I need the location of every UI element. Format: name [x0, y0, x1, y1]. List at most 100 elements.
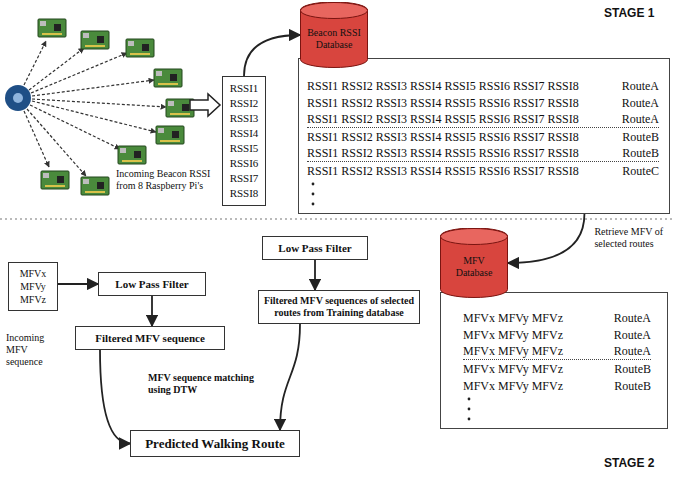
flow-arrow: [280, 324, 300, 430]
result-label: Predicted Walking Route: [135, 435, 295, 452]
result-box: Predicted Walking Route: [130, 430, 300, 457]
table-row: RSSI1 RSSI2 RSSI3 RSSI4 RSSI5 RSSI6 RSSI…: [307, 162, 659, 179]
raspberry-pi-board: [81, 31, 109, 49]
dot: [312, 203, 315, 206]
table-row: MFVx MFVy MFVz RouteA: [463, 326, 651, 343]
signal-line: [24, 41, 46, 85]
rssi-value: RSSI8: [227, 186, 261, 201]
table-cell: MFVx MFVy MFVz: [463, 343, 563, 359]
table-cell: RouteA: [622, 78, 659, 94]
cylinder-body: [301, 2, 368, 67]
signal-line: [32, 80, 154, 96]
input-caption: Incoming MFV sequence: [6, 332, 64, 368]
database-cylinder: Beacon RSSI Database: [300, 2, 368, 68]
dot: [312, 193, 315, 196]
table-cell: RouteB: [614, 378, 651, 394]
flow-arrow: [58, 283, 98, 285]
table-cell: MFVx MFVy MFVz: [463, 327, 563, 343]
flow-arrow: [151, 296, 153, 326]
process-label: Low Pass Filter: [267, 241, 363, 255]
cylinder-body: [441, 228, 508, 297]
table-cell: RSSI1 RSSI2 RSSI3 RSSI4 RSSI5 RSSI6 RSSI…: [307, 163, 579, 179]
stage-divider: [0, 218, 674, 219]
table-cell: RouteB: [614, 361, 651, 377]
rssi-value: RSSI7: [227, 171, 261, 186]
process-label: Filtered MFV sequences of selected route…: [263, 295, 415, 319]
database-name: Beacon RSSI Database: [304, 27, 364, 51]
flow-arrow: [100, 350, 130, 444]
table-row: RSSI1 RSSI2 RSSI3 RSSI4 RSSI5 RSSI6 RSSI…: [307, 94, 659, 111]
table-cell: RouteA: [614, 310, 651, 326]
table-row: MFVx MFVy MFVz RouteA: [463, 343, 651, 360]
cylinder-top: [301, 3, 368, 19]
table-cell: RouteA: [614, 343, 651, 359]
signal-line: [27, 109, 86, 176]
mfv-value: MFVy: [13, 280, 53, 293]
table-cell: MFVx MFVy MFVz: [463, 361, 563, 377]
flow-arrow: [314, 260, 316, 290]
table-row: MFVx MFVy MFVz RouteB: [463, 360, 651, 377]
process-label: Filtered MFV sequence: [80, 331, 220, 345]
table-cell: MFVx MFVy MFVz: [463, 310, 563, 326]
rssi-value: RSSI1: [227, 81, 261, 96]
table-row: RSSI1 RSSI2 RSSI3 RSSI4 RSSI5 RSSI6 RSSI…: [307, 77, 659, 94]
beacon-device: [5, 85, 31, 111]
stage-label: STAGE 1: [604, 6, 670, 20]
raspberry-pi-board: [126, 39, 154, 57]
signal-line: [29, 48, 84, 90]
stage-label: STAGE 2: [604, 456, 670, 470]
process-caption: MFV sequence matching using DTW: [148, 372, 262, 396]
filter-box: Low Pass Filter: [262, 236, 368, 260]
input-caption: Incoming Beacon RSSI from 8 Raspberry Pi…: [116, 168, 220, 192]
continuation-dots: [465, 394, 475, 424]
process-label: Low Pass Filter: [103, 277, 201, 291]
process-box: Filtered MFV sequences of selected route…: [258, 290, 420, 324]
process-box: Filtered MFV sequence: [75, 326, 225, 350]
table-cell: RouteB: [622, 129, 659, 145]
rssi-table: RSSI1 RSSI2 RSSI3 RSSI4 RSSI5 RSSI6 RSSI…: [298, 58, 670, 214]
table-cell: RSSI1 RSSI2 RSSI3 RSSI4 RSSI5 RSSI6 RSSI…: [307, 78, 579, 94]
table-row: RSSI1 RSSI2 RSSI3 RSSI4 RSSI5 RSSI6 RSSI…: [307, 128, 659, 145]
dot: [468, 418, 471, 421]
dot: [468, 398, 471, 401]
raspberry-pi-board: [118, 146, 146, 164]
filter-box: Low Pass Filter: [98, 272, 206, 296]
database-name: MFV Database: [444, 255, 504, 279]
mfv-value: MFVz: [13, 293, 53, 306]
rssi-value: RSSI6: [227, 156, 261, 171]
dot: [312, 183, 315, 186]
table-cell: RSSI1 RSSI2 RSSI3 RSSI4 RSSI5 RSSI6 RSSI…: [307, 129, 579, 145]
table-cell: RSSI1 RSSI2 RSSI3 RSSI4 RSSI5 RSSI6 RSSI…: [307, 145, 579, 161]
rssi-value: RSSI2: [227, 96, 261, 111]
table-cell: RouteA: [622, 95, 659, 111]
hollow-arrow: [190, 94, 220, 116]
mfv-value: MFVx: [13, 267, 53, 280]
database-cylinder: MFV Database: [440, 228, 508, 298]
table-cell: RouteA: [614, 327, 651, 343]
table-row: MFVx MFVy MFVz RouteB: [463, 377, 651, 394]
raspberry-pi-board: [156, 126, 184, 144]
table-cell: RouteA: [622, 111, 659, 127]
table-row: RSSI1 RSSI2 RSSI3 RSSI4 RSSI5 RSSI6 RSSI…: [307, 111, 659, 128]
flow-arrow: [244, 35, 300, 76]
table-cell: RSSI1 RSSI2 RSSI3 RSSI4 RSSI5 RSSI6 RSSI…: [307, 95, 579, 111]
table-row: MFVx MFVy MFVz RouteA: [463, 309, 651, 326]
dot: [468, 408, 471, 411]
signal-line: [30, 105, 120, 149]
table-cell: RouteC: [622, 163, 659, 179]
rssi-input-box: RSSI1RSSI2RSSI3RSSI4RSSI5RSSI6RSSI7RSSI8: [222, 76, 266, 206]
signal-line: [24, 111, 49, 167]
raspberry-pi-board: [41, 171, 69, 189]
rssi-value: RSSI5: [227, 141, 261, 156]
table-cell: MFVx MFVy MFVz: [463, 378, 563, 394]
cylinder-top: [441, 229, 508, 245]
raspberry-pi-board: [154, 69, 182, 87]
mfv-input-box: MFVxMFVyMFVz: [8, 262, 58, 311]
table-cell: RSSI1 RSSI2 RSSI3 RSSI4 RSSI5 RSSI6 RSSI…: [307, 111, 579, 127]
table-row: RSSI1 RSSI2 RSSI3 RSSI4 RSSI5 RSSI6 RSSI…: [307, 145, 659, 162]
beacon-signals: [24, 41, 166, 176]
raspberry-pi-board: [81, 177, 109, 195]
raspberry-pi-board: [38, 19, 66, 37]
mfv-table: MFVx MFVy MFVzRouteAMFVx MFVy MFVzRouteA…: [440, 292, 668, 429]
